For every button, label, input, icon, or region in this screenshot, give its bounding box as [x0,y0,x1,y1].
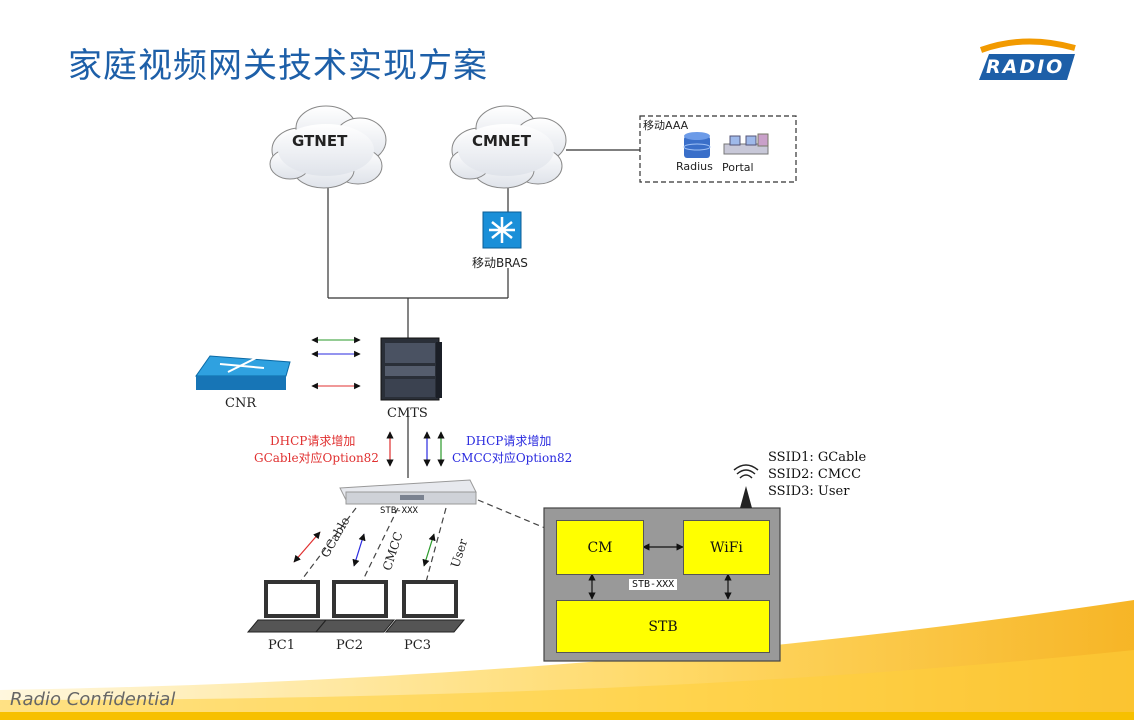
portal-label: Portal [722,161,754,174]
radius-label: Radius [676,160,713,173]
ssid2-label: SSID2: CMCC [768,467,862,482]
pc2-laptop-icon [314,580,396,633]
aaa-box [639,115,797,183]
portal-server-icon [723,133,769,155]
radio-logo-icon [979,38,1076,80]
pc3-laptop-icon [384,580,466,633]
logo-text: RADIO [986,56,1065,78]
ssid1-label: SSID1: GCable [768,450,867,465]
cmts-chassis-icon [380,337,442,401]
cnr-label: CNR [225,396,257,411]
cmnet-label: CMNET [472,132,531,150]
radius-server-icon [683,132,711,158]
cnr-switch-icon [195,355,291,390]
dhcp-left-line1: DHCP请求增加 [270,434,356,448]
ssid3-label: SSID3: User [768,484,850,499]
stb-box: STB [556,600,770,653]
wifi-box: WiFi [683,520,770,575]
gtnet-label: GTNET [292,132,348,150]
page-title: 家庭视频网关技术实现方案 [68,46,488,86]
gtnet-cloud-icon [269,105,387,189]
dhcp-left-line2: GCable对应Option82 [254,451,379,465]
pc1-laptop-icon [246,580,328,633]
cm-box: CM [556,520,644,575]
dhcp-right-line1: DHCP请求增加 [466,434,552,448]
wifi-antenna-icon [733,464,759,508]
cmnet-cloud-icon [449,105,567,189]
stb-device-label: STB-XXX [380,506,418,516]
aaa-title: 移动AAA [643,119,689,132]
footer-confidential: Radio Confidential [10,689,176,710]
stb-device-icon [339,479,477,505]
bras-label: 移动BRAS [472,256,528,270]
pc1-label: PC1 [268,638,295,653]
bras-router-icon [482,211,522,249]
inner-stb-label: STB-XXX [629,579,678,590]
cmts-label: CMTS [387,406,428,421]
dhcp-right-line2: CMCC对应Option82 [452,451,573,465]
pc2-label: PC2 [336,638,363,653]
pc3-label: PC3 [404,638,431,653]
